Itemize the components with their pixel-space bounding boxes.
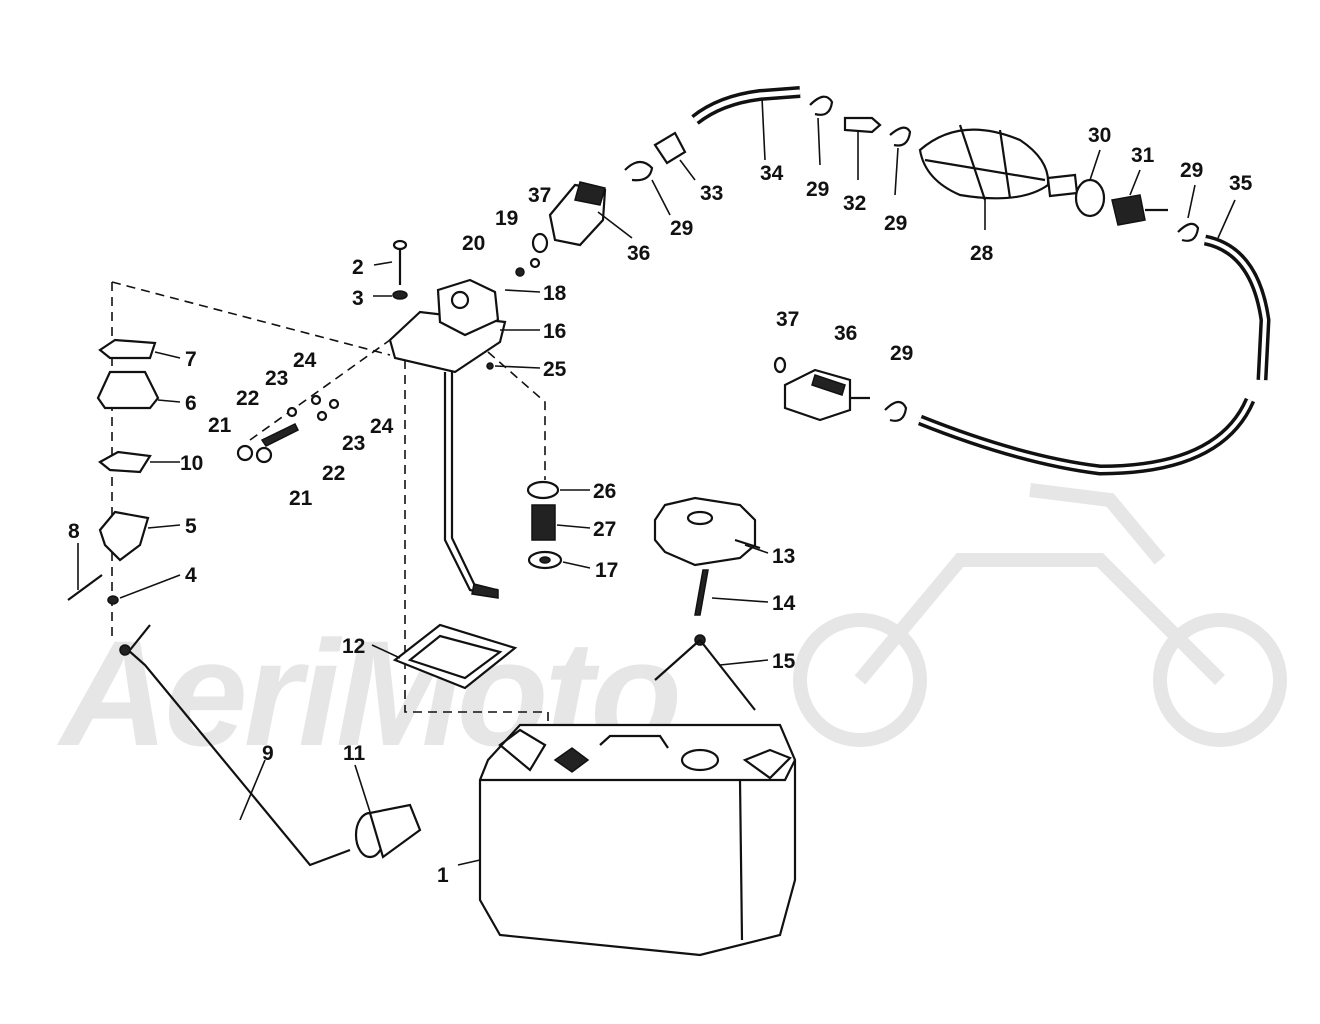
- connector-top: [515, 181, 607, 277]
- float-parts: [486, 362, 563, 570]
- callout: 23: [342, 432, 365, 455]
- callout: 21: [208, 414, 232, 437]
- callout-labels: 1 2 3 4 5 6 7 8 9 10 11 12 13 14 15 16 1…: [68, 124, 1253, 887]
- primer-fittings: [1074, 178, 1168, 226]
- pickup-tube: [119, 624, 351, 867]
- callout: 19: [495, 207, 518, 230]
- callout: 8: [68, 520, 80, 543]
- callout: 32: [843, 192, 866, 215]
- check-valve-parts: [236, 394, 340, 464]
- callout: 10: [180, 452, 203, 475]
- watermark-motorcycle-icon: [793, 483, 1287, 747]
- callout: 37: [776, 308, 799, 331]
- watermark: AeriMoto: [56, 483, 1287, 777]
- primer-bulb: [918, 124, 1079, 201]
- cap-chain: [654, 569, 756, 711]
- callout: 24: [293, 349, 317, 372]
- hose-lower: [917, 234, 1271, 476]
- callout: 4: [185, 564, 197, 587]
- callout: 23: [265, 367, 288, 390]
- callout: 36: [834, 322, 857, 345]
- callout: 13: [772, 545, 795, 568]
- callout: 18: [543, 282, 567, 305]
- callout: 29: [670, 217, 693, 240]
- callout: 35: [1229, 172, 1253, 195]
- callout: 22: [322, 462, 345, 485]
- fuel-tank: [478, 723, 797, 957]
- callout: 29: [1180, 159, 1203, 182]
- pickup-assembly: [388, 278, 507, 599]
- callout: 27: [593, 518, 616, 541]
- connector-lower: [773, 356, 870, 422]
- callout: 17: [595, 559, 618, 582]
- screw: [392, 239, 408, 300]
- filler-cap: [653, 496, 761, 567]
- callout: 1: [437, 864, 449, 887]
- callout: 34: [760, 162, 784, 185]
- callout: 12: [342, 635, 365, 658]
- callout: 24: [370, 415, 394, 438]
- callout: 36: [627, 242, 650, 265]
- vent-stack: [67, 338, 160, 605]
- callout: 21: [289, 487, 313, 510]
- hose-fittings: [653, 116, 882, 165]
- callout: 28: [970, 242, 994, 265]
- callout: 15: [772, 650, 796, 673]
- fuel-filter: [354, 803, 422, 859]
- hose-clamps: [624, 95, 1200, 422]
- callout: 25: [543, 358, 567, 381]
- callout: 11: [343, 742, 366, 765]
- leader-lines: [77, 97, 1236, 866]
- callout: 6: [185, 392, 197, 415]
- callout: 2: [352, 256, 364, 279]
- callout: 30: [1088, 124, 1111, 147]
- callout: 3: [352, 287, 364, 310]
- callout: 5: [185, 515, 197, 538]
- callout: 31: [1131, 144, 1155, 167]
- hose-upper: [691, 86, 801, 125]
- callout: 29: [884, 212, 907, 235]
- callout: 22: [236, 387, 259, 410]
- callout: 14: [772, 592, 796, 615]
- callout: 29: [806, 178, 829, 201]
- callout: 7: [185, 348, 197, 371]
- callout: 26: [593, 480, 616, 503]
- callout: 37: [528, 184, 551, 207]
- callout: 20: [462, 232, 485, 255]
- callout: 9: [262, 742, 274, 765]
- callout: 29: [890, 342, 913, 365]
- gasket: [392, 623, 518, 690]
- callout: 33: [700, 182, 723, 205]
- callout: 16: [543, 320, 566, 343]
